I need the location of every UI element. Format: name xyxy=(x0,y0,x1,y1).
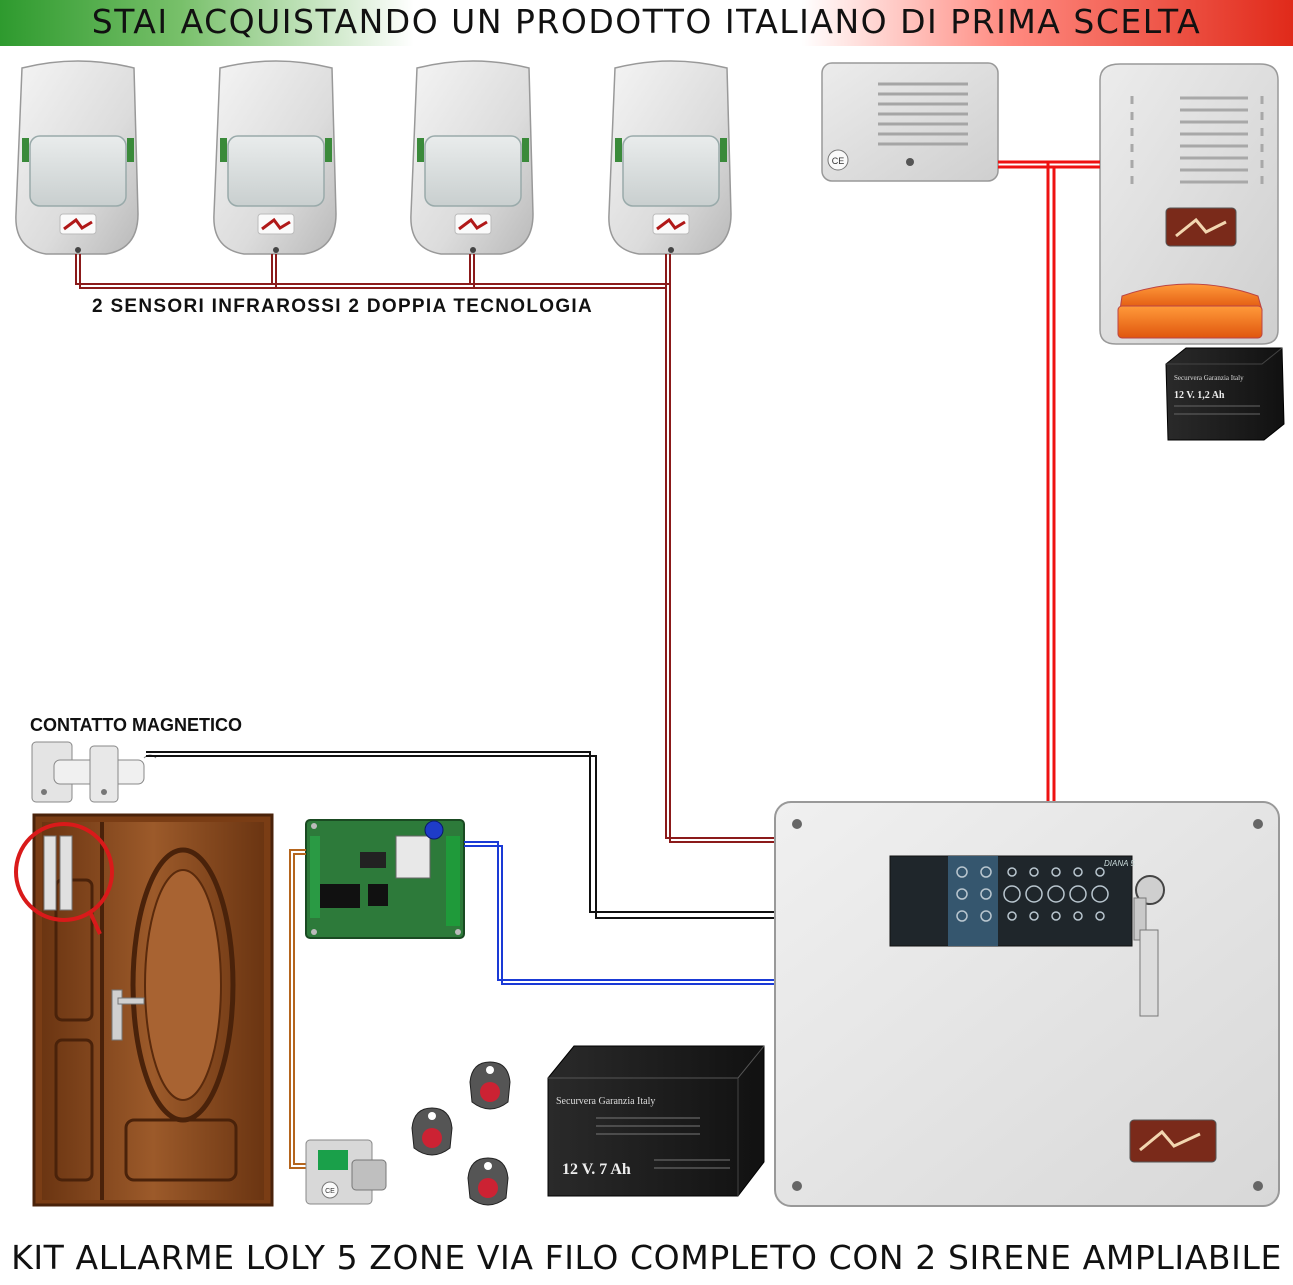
contact-wire xyxy=(146,751,776,919)
rfid-keyfob-2 xyxy=(411,1107,453,1156)
large-battery: Securvera Garanzia Italy 12 V. 7 Ah xyxy=(547,1045,765,1197)
panel-model: DIANA 5 xyxy=(1104,859,1135,868)
pir-sensor-1 xyxy=(14,59,140,256)
pir-sensor-2 xyxy=(212,59,338,256)
outdoor-siren xyxy=(1099,63,1279,345)
door xyxy=(14,813,274,1207)
footer-title: KIT ALLARME LOLY 5 ZONE VIA FILO COMPLET… xyxy=(11,1238,1282,1277)
large-battery-brand: Securvera Garanzia Italy xyxy=(556,1096,655,1107)
large-battery-label: 12 V. 7 Ah xyxy=(562,1161,631,1178)
control-panel: DIANA 5 xyxy=(774,801,1280,1207)
svg-text:CE: CE xyxy=(325,1188,335,1195)
rfid-keyfob-1 xyxy=(469,1061,511,1110)
door-contact-wire xyxy=(289,849,306,1169)
magnetic-contact-caption: CONTATTO MAGNETICO xyxy=(30,715,242,735)
banner-title: STAI ACQUISTANDO UN PRODOTTO ITALIANO DI… xyxy=(91,2,1202,41)
sensor-wire xyxy=(75,254,776,843)
small-battery: Securvera Garanzia Italy 12 V. 1,2 Ah xyxy=(1165,347,1285,441)
rfid-keyfob-3 xyxy=(467,1157,509,1206)
door-mini-contact: CE xyxy=(305,1139,387,1205)
italian-flag-banner: STAI ACQUISTANDO UN PRODOTTO ITALIANO DI… xyxy=(0,0,1293,46)
pir-sensor-4 xyxy=(607,59,733,256)
indoor-siren: CE xyxy=(821,62,999,182)
sensors-caption: 2 SENSORI INFRAROSSI 2 DOPPIA TECNOLOGIA xyxy=(92,296,594,317)
pir-sensor-3 xyxy=(409,59,535,256)
small-battery-brand: Securvera Garanzia Italy xyxy=(1174,374,1244,382)
magnetic-contact xyxy=(31,741,157,803)
svg-text:CE: CE xyxy=(832,156,845,166)
small-battery-label: 12 V. 1,2 Ah xyxy=(1174,390,1225,401)
siren-wire xyxy=(998,160,1100,806)
expansion-board xyxy=(305,819,465,939)
board-wire xyxy=(464,841,776,985)
